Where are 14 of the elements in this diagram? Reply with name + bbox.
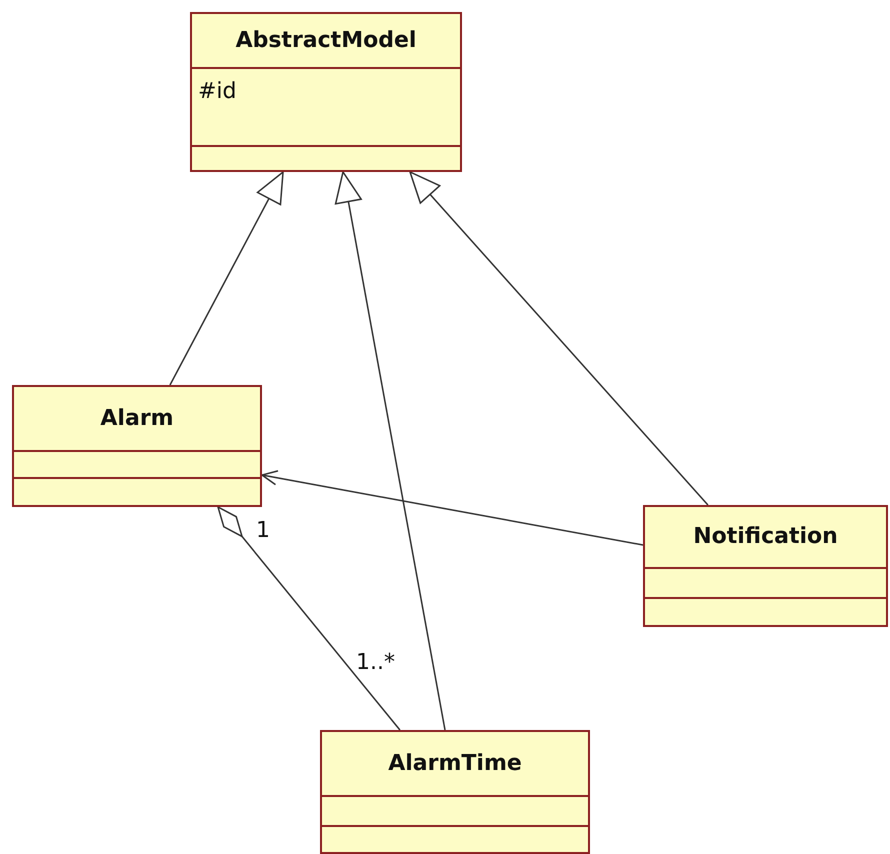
class-name: Alarm	[99, 406, 175, 430]
class-name: Notification	[692, 524, 839, 549]
inheritance-arrow	[334, 171, 446, 730]
class-box	[190, 12, 462, 172]
class-box	[643, 505, 888, 627]
class-name: AlarmTime	[387, 750, 523, 776]
aggregation-line	[217, 506, 400, 730]
attribute-text: #id	[198, 79, 237, 104]
association-arrow	[261, 470, 644, 546]
class-box	[320, 730, 590, 854]
inheritance-arrow	[409, 171, 708, 506]
inheritance-arrow	[169, 171, 284, 386]
class-name: AbstractModel	[234, 28, 418, 52]
class-box	[12, 385, 262, 507]
